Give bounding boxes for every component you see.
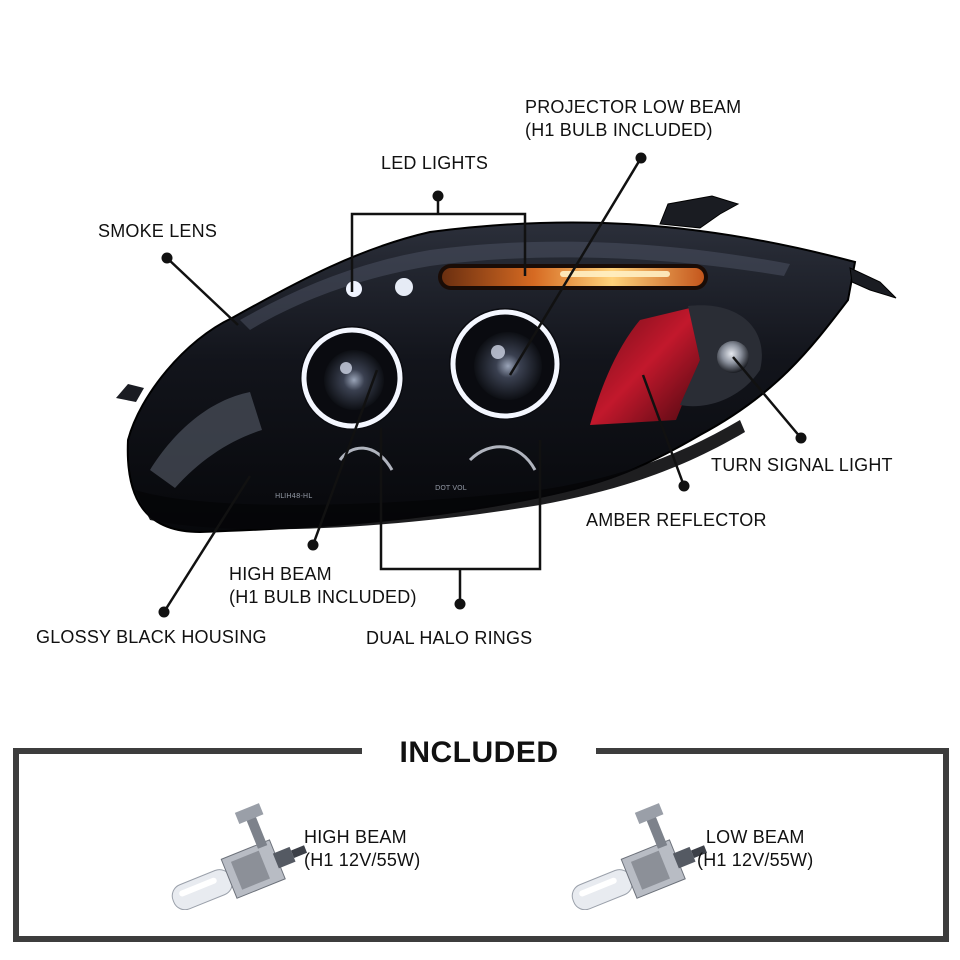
callout-projector-low-beam: PROJECTOR LOW BEAM (H1 BULB INCLUDED) [525,96,741,142]
included-item-high-beam-spec: (H1 12V/55W) [304,850,421,870]
included-item-low-beam-spec: (H1 12V/55W) [697,850,814,870]
h1-bulb-icon [171,803,308,910]
callout-projector-low-beam-line1: PROJECTOR LOW BEAM [525,97,742,117]
svg-text:HLIH48-HL: HLIH48-HL [275,492,312,500]
included-box-top-right [596,748,943,754]
included-item-low-beam-name: LOW BEAM [705,827,805,847]
callout-high-beam: HIGH BEAM (H1 BULB INCLUDED) [229,563,417,609]
callout-turn-signal-light: TURN SIGNAL LIGHT [711,455,893,475]
callout-glossy-black-housing: GLOSSY BLACK HOUSING [36,627,267,647]
callout-dual-halo-rings: DUAL HALO RINGS [366,628,533,648]
svg-text:DOT VOL: DOT VOL [435,484,467,492]
led-dot [346,281,362,297]
halo-ring-left [300,326,404,430]
callout-markers [158,152,807,618]
callout-projector-low-beam-line2: (H1 BULB INCLUDED) [525,120,713,140]
included-item-low-beam: LOW BEAM (H1 12V/55W) [697,826,813,872]
amber-reflector [590,308,700,425]
led-dot [395,278,413,296]
callout-smoke-lens: SMOKE LENS [98,221,218,241]
callout-amber-reflector: AMBER REFLECTOR [586,510,767,530]
callout-lines [162,157,802,613]
included-item-high-beam-name: HIGH BEAM [304,827,407,847]
headlight-illustration: HLIH48-HL DOT VOL [116,152,897,618]
led-strip [438,264,708,290]
callout-high-beam-line1: HIGH BEAM [229,564,332,584]
callout-led-lights: LED LIGHTS [381,153,489,173]
included-box-top-left [13,748,362,754]
included-title: INCLUDED [399,736,559,769]
h1-bulb-icon [571,803,708,910]
halo-ring-right [449,308,561,420]
callout-high-beam-line2: (H1 BULB INCLUDED) [229,587,417,607]
included-box [13,748,949,942]
included-item-high-beam: HIGH BEAM (H1 12V/55W) [304,826,420,872]
